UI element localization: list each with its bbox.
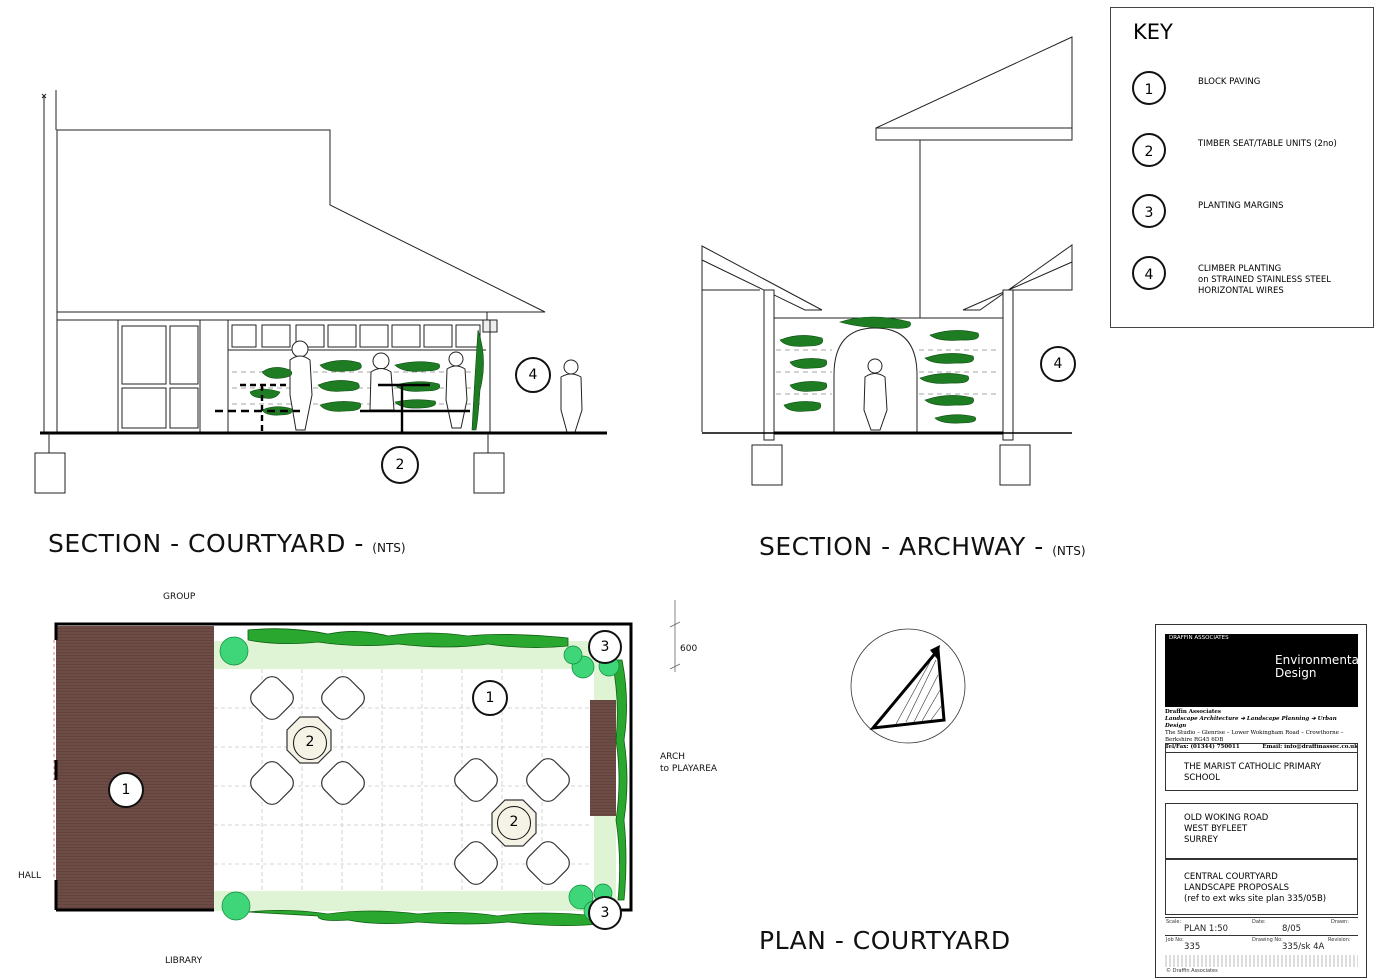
drawing-value: 335/sk 4A [1282, 942, 1325, 952]
planting-margin-bottom [214, 891, 594, 911]
section-courtyard-title: SECTION - COURTYARD - (NTS) [48, 529, 406, 558]
marker-4-courtyard: 4 [515, 357, 551, 393]
label-arch-sub: to PLAYAREA [660, 764, 718, 774]
company-logo: Environmental Design DRAFFIN ASSOCIATES [1165, 634, 1362, 707]
key-text-3: PLANTING MARGINS [1198, 201, 1284, 211]
marker-1-paving: 1 [108, 772, 144, 808]
scale-value: PLAN 1:50 [1184, 924, 1229, 934]
north-arrow-icon [850, 628, 966, 744]
logo-text: Environmental Design [1275, 653, 1363, 680]
label-library: LIBRARY [165, 956, 203, 966]
key-num-4: 4 [1132, 256, 1166, 290]
key-text-1: BLOCK PAVING [1198, 77, 1261, 87]
firm-details: Draffin Associates Landscape Architectur… [1165, 709, 1358, 753]
plan-courtyard-drawing [53, 600, 681, 926]
job-value: 335 [1184, 942, 1201, 952]
marker-3-bottom: 3 [588, 896, 622, 930]
project-row: CENTRAL COURTYARD LANDSCAPE PROPOSALS (r… [1165, 859, 1358, 915]
marker-2-table-a: 2 [293, 726, 327, 760]
copyright: © Draffin Associates [1166, 968, 1218, 974]
block-paving-brown [56, 626, 214, 910]
logo-ring-text: DRAFFIN ASSOCIATES [1169, 635, 1229, 641]
section-archway-title: SECTION - ARCHWAY - (NTS) [759, 532, 1086, 561]
drawing-label: Drawing No: [1252, 937, 1283, 943]
section-archway-drawing [701, 36, 1073, 486]
key-num-3: 3 [1132, 194, 1166, 228]
marker-4-archway: 4 [1040, 346, 1076, 382]
title-block: Environmental Design DRAFFIN ASSOCIATES … [1155, 624, 1367, 978]
site-row: OLD WOKING ROAD WEST BYFLEET SURREY [1165, 803, 1358, 859]
job-label: Job No: [1166, 937, 1184, 943]
key-text-4: CLIMBER PLANTING on STRAINED STAINLESS S… [1198, 264, 1332, 296]
marker-3-top: 3 [588, 630, 622, 664]
label-arch: ARCH [660, 752, 686, 762]
drawn-label: Drawn: [1331, 919, 1349, 925]
date-value: 8/05 [1282, 924, 1302, 934]
section-courtyard-drawing [34, 90, 607, 494]
marker-2-courtyard: 2 [381, 446, 419, 484]
marker-1-courtyard: 1 [472, 680, 508, 716]
key-legend: KEY 1 BLOCK PAVING 2 TIMBER SEAT/TABLE U… [1110, 7, 1374, 328]
scale-label: Scale: [1166, 919, 1182, 925]
key-title: KEY [1133, 20, 1173, 44]
dimension-600: 600 [680, 644, 698, 654]
label-group: GROUP [163, 592, 196, 602]
key-text-2: TIMBER SEAT/TABLE UNITS (2no) [1198, 139, 1337, 149]
revision-label: Revision: [1328, 937, 1351, 943]
plan-courtyard-title: PLAN - COURTYARD [759, 926, 1011, 955]
marker-2-table-b: 2 [497, 806, 531, 840]
key-num-1: 1 [1132, 71, 1166, 105]
client-row: THE MARIST CATHOLIC PRIMARY SCHOOL [1165, 743, 1358, 791]
key-num-2: 2 [1132, 133, 1166, 167]
label-hall: HALL [18, 871, 41, 881]
date-label: Date: [1252, 919, 1266, 925]
